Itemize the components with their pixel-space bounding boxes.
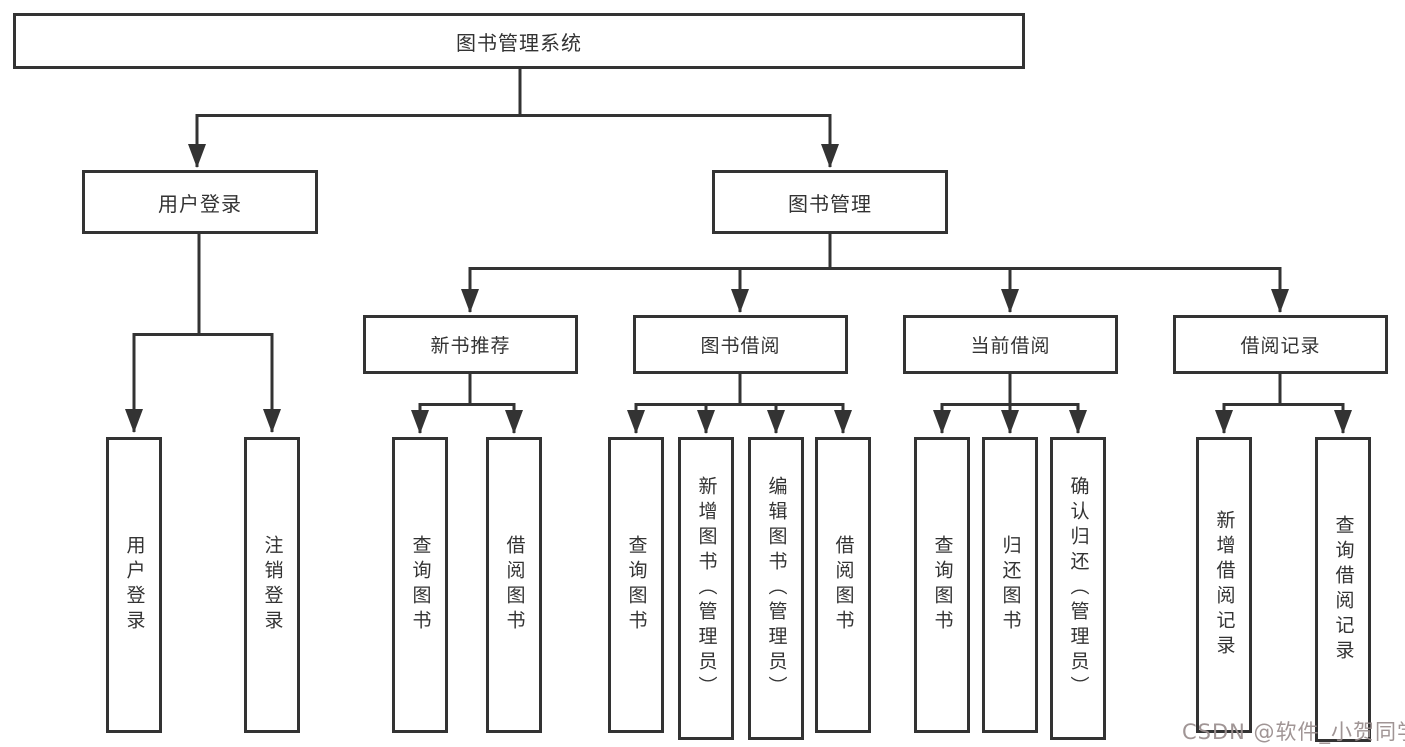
node-root: 图书管理系统 (13, 13, 1025, 69)
leaf-label: 查询借阅记录 (1332, 514, 1355, 665)
node-query-book-1: 查询图书 (392, 437, 448, 733)
leaf-label: 注销登录 (261, 535, 284, 635)
node-confirm-return-admin: 确认归还（管理员） (1050, 437, 1106, 740)
leaf-label: 借阅图书 (832, 535, 855, 635)
node-borrow-book-2: 借阅图书 (815, 437, 871, 733)
node-query-borrow-record: 查询借阅记录 (1315, 437, 1371, 742)
leaf-label: 查询图书 (409, 535, 432, 635)
node-new-book-recommend: 新书推荐 (363, 315, 578, 374)
node-edit-book-admin: 编辑图书（管理员） (748, 437, 804, 740)
node-query-book-2: 查询图书 (608, 437, 664, 733)
node-return-book: 归还图书 (982, 437, 1038, 733)
node-user-login-leaf: 用户登录 (106, 437, 162, 733)
node-current-borrow: 当前借阅 (903, 315, 1118, 374)
leaf-label: 确认归还（管理员） (1067, 476, 1090, 701)
node-query-book-3: 查询图书 (914, 437, 970, 733)
csdn-watermark: CSDN @软件_小贺同学 (1182, 720, 1405, 744)
leaf-label: 查询图书 (931, 535, 954, 635)
leaf-label: 新增图书（管理员） (695, 476, 718, 701)
leaf-label: 归还图书 (999, 535, 1022, 635)
node-add-book-admin: 新增图书（管理员） (678, 437, 734, 740)
leaf-label: 查询图书 (625, 535, 648, 635)
node-borrow-book-1: 借阅图书 (486, 437, 542, 733)
node-borrow-record: 借阅记录 (1173, 315, 1388, 374)
node-user-login: 用户登录 (82, 170, 318, 234)
leaf-label: 新增借阅记录 (1213, 510, 1236, 660)
node-logout: 注销登录 (244, 437, 300, 733)
leaf-label: 编辑图书（管理员） (765, 476, 788, 701)
leaf-label: 借阅图书 (503, 535, 526, 635)
leaf-label: 用户登录 (123, 535, 146, 635)
node-book-borrow: 图书借阅 (633, 315, 848, 374)
node-add-borrow-record: 新增借阅记录 (1196, 437, 1252, 733)
node-book-management: 图书管理 (712, 170, 948, 234)
